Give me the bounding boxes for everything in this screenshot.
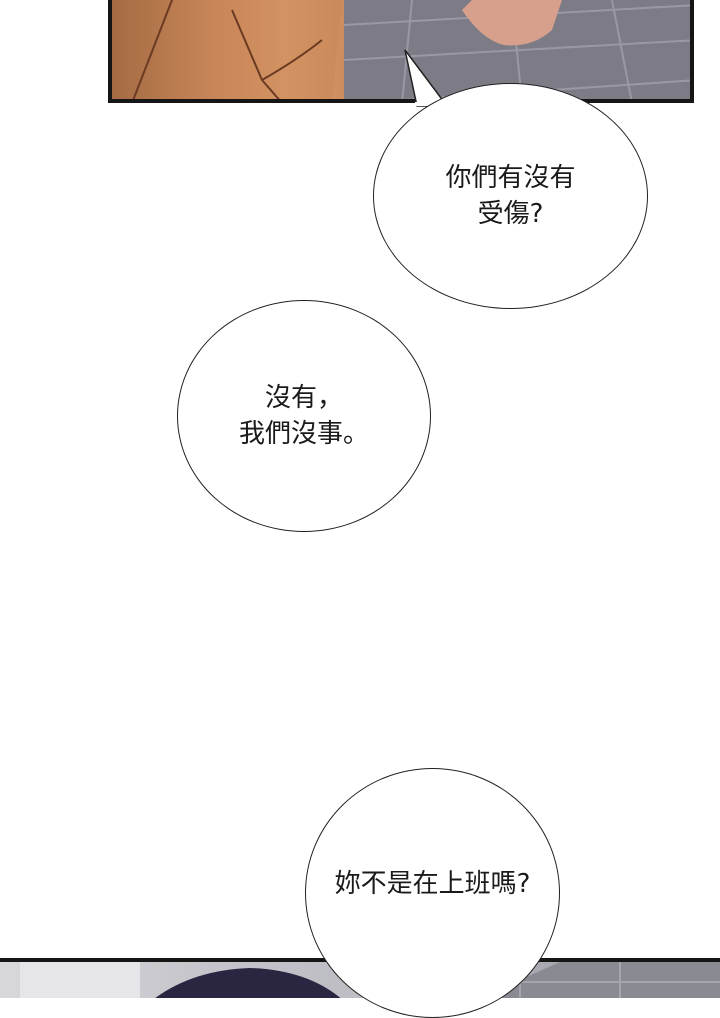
speech-bubble-fine: 沒有， 我們沒事。	[177, 300, 431, 532]
bubble-text-work: 妳不是在上班嗎?	[334, 869, 531, 899]
bubble-text-fine: 沒有， 我們沒事。	[238, 383, 369, 449]
panel-bottom-illustration	[20, 962, 720, 998]
panel-top-illustration	[112, 0, 690, 99]
comic-panel-top	[108, 0, 694, 103]
speech-bubble-injured: 你們有沒有 受傷?	[373, 83, 648, 309]
speech-bubble-work: 妳不是在上班嗎?	[305, 768, 560, 1018]
bubble-text-injured: 你們有沒有 受傷?	[445, 163, 576, 229]
